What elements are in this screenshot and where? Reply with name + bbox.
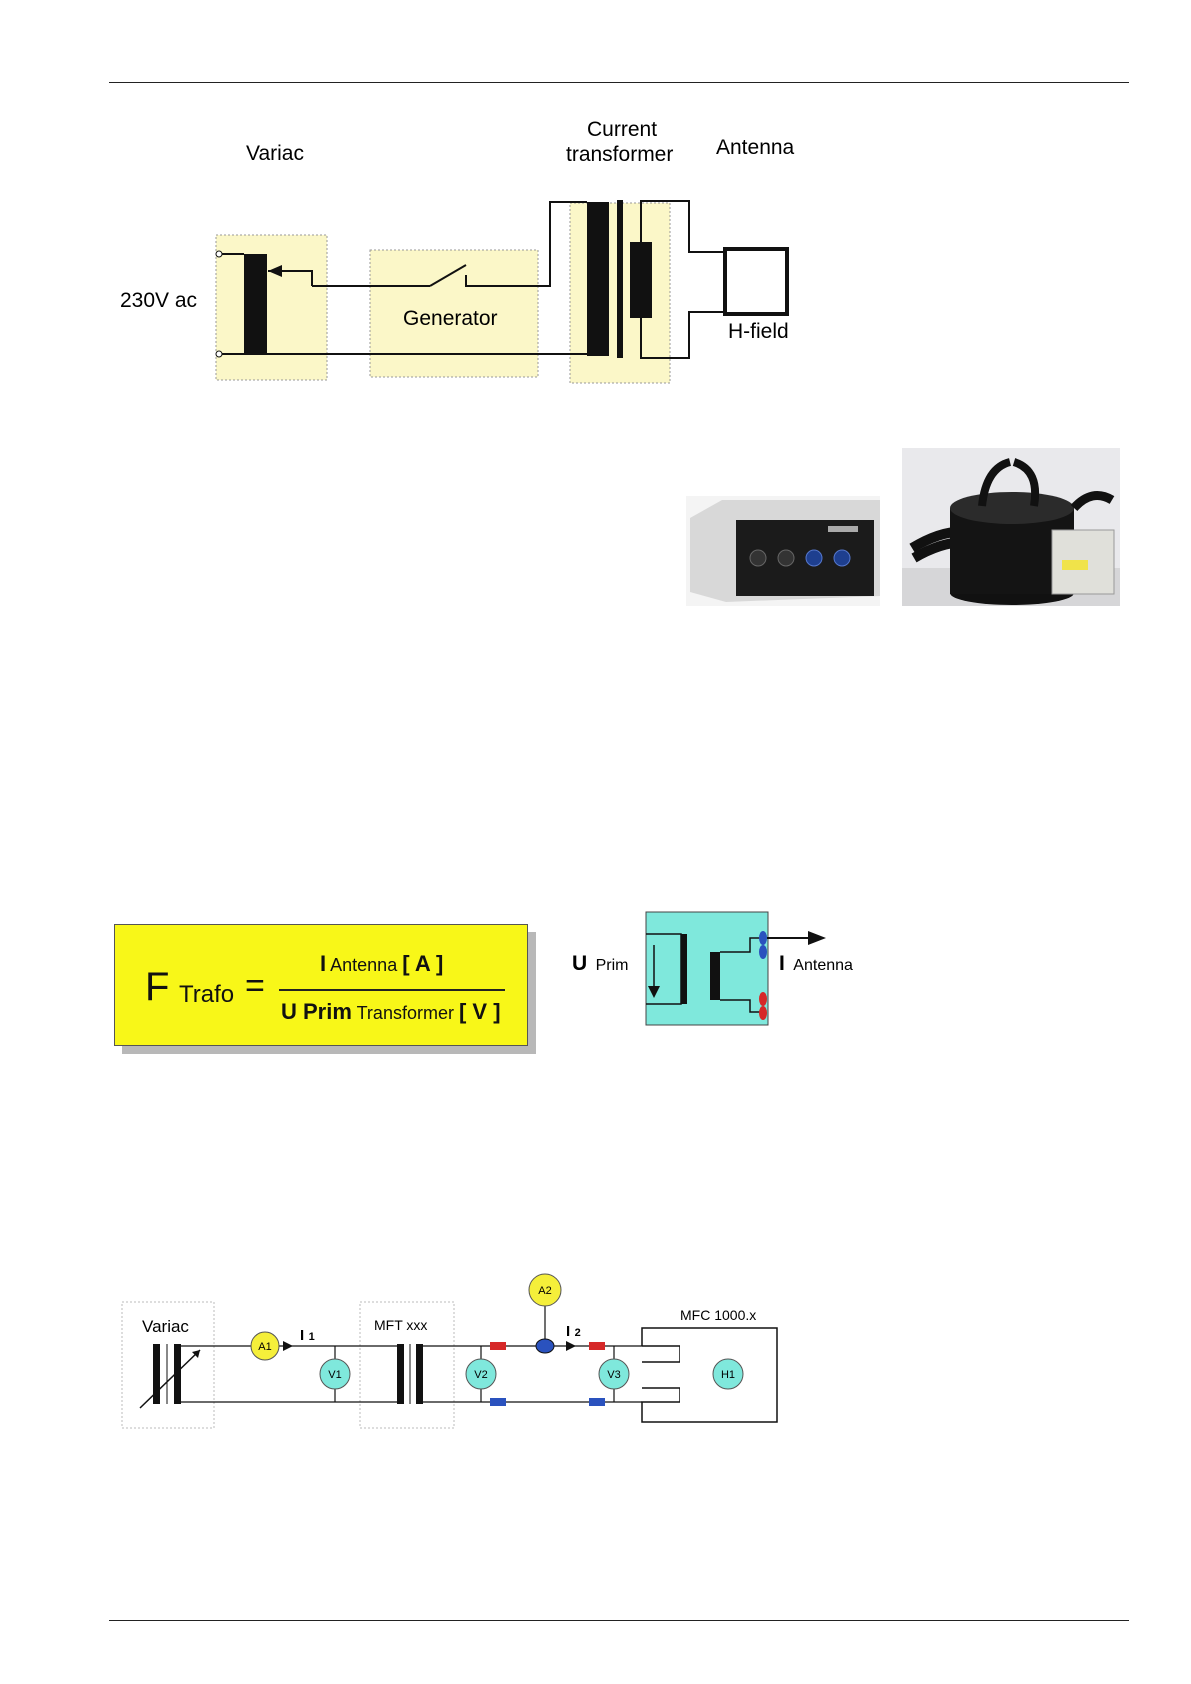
current-probe [536,1339,554,1353]
formula-numerator: I Antenna [ A ] [320,951,443,977]
i1-label: I 1 [300,1327,315,1344]
measurement-diagram: A1 A2 V1 V2 V3 H1 I 1 I 2 Variac MFT xxx… [0,1260,820,1440]
svg-text:A1: A1 [258,1341,271,1353]
ct-secondary-core [630,242,652,318]
i-antenna-label: I Antenna [779,952,853,975]
formula-f: F [145,965,169,1010]
formula-equals: = [245,967,265,1006]
header-rule [109,82,1129,83]
plug-blue-1 [490,1398,506,1406]
variac-box [216,235,327,380]
transformer-factor-formula: F Trafo = I Antenna [ A ] U Prim Transfo… [114,924,528,1046]
formula-f-subscript: Trafo [179,981,234,1009]
ct-core-bar [617,200,623,358]
svg-text:V3: V3 [607,1369,620,1381]
antenna-label: Antenna [716,136,795,159]
secondary-winding [710,952,720,1000]
transformer-label: transformer [566,143,673,166]
variac-label-2: Variac [142,1317,189,1336]
plug-red-2 [589,1342,605,1350]
transformer-symbol: U Prim I Antenna [560,900,880,1040]
ct-primary-core [587,202,609,356]
setup-diagram: Variac Current transformer Antenna 230V … [0,100,900,400]
terminal-blue-top [759,931,767,945]
mft-label: MFT xxx [374,1317,427,1333]
i2-label: I 2 [566,1323,581,1340]
terminal-red-top [759,992,767,1006]
svg-text:H1: H1 [721,1369,735,1381]
terminal-blue-bottom [759,945,767,959]
fraction-bar [279,989,505,991]
h-field-label: H-field [728,320,789,343]
supply-label: 230V ac [120,289,197,312]
mfc-label: MFC 1000.x [680,1307,756,1323]
current-arrow [808,931,826,945]
primary-winding [681,934,687,1004]
svg-text:V1: V1 [328,1369,341,1381]
variac-label: Variac [246,142,304,165]
controller-photo [686,496,880,606]
i1-arrow [283,1341,293,1351]
plug-blue-2 [589,1398,605,1406]
footer-rule [109,1620,1129,1621]
generator-label: Generator [403,307,498,330]
svg-text:A2: A2 [538,1285,551,1297]
h-field-antenna [725,249,787,314]
variac-core [244,254,267,355]
supply-terminal-bottom [216,351,222,357]
supply-terminal-top [216,251,222,257]
current-transformer-photo [902,448,1120,606]
svg-text:V2: V2 [474,1369,487,1381]
terminal-red-bottom [759,1006,767,1020]
u-prim-label: U Prim [572,952,629,975]
i2-arrow [566,1341,576,1351]
current-label: Current [587,118,657,141]
plug-red-1 [490,1342,506,1350]
formula-denominator: U Prim Transformer [ V ] [281,999,501,1025]
